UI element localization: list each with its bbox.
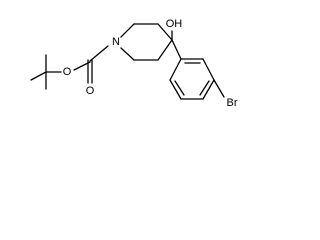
bond-ester-o-to-carbonyl [73, 61, 91, 71]
bond-ring-c4-c5 [157, 39, 173, 61]
bond-aryl-c3-c4 [202, 79, 215, 100]
bond-ring-c6-n [120, 47, 135, 61]
bond-aryl-c5-c6 [169, 79, 182, 100]
bond-aryl-inner-left [174, 80, 185, 96]
structure-canvas: O O N OH Br [0, 0, 270, 123]
bond-ring-n-c2 [120, 23, 135, 38]
atom-label-bromine: Br [227, 97, 238, 109]
atom-label-carbonyl-oxygen: O [86, 85, 95, 97]
atom-label-ester-oxygen: O [63, 66, 72, 78]
bond-aryl-inner-right [199, 80, 210, 96]
bond-aryl-c2-c3 [202, 58, 215, 81]
bond-carbonyl-to-n [89, 45, 109, 62]
bond-c4-to-aryl [171, 39, 182, 60]
atom-label-ring-nitrogen: N [112, 36, 120, 48]
bond-tbu-methyl-left [30, 71, 47, 81]
molecule-structure: O O N OH Br [30, 18, 238, 109]
bond-ring-c3-c4 [157, 23, 173, 41]
bond-aryl-to-br [213, 79, 225, 98]
atom-label-hydroxyl: OH [166, 18, 183, 30]
bond-aryl-c6-c1 [169, 58, 182, 81]
